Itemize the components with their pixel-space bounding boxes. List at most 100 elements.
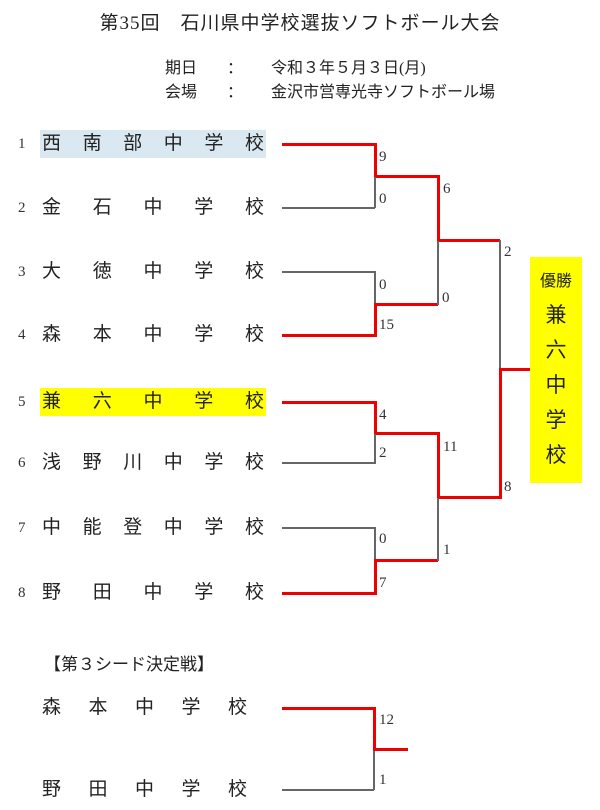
team-name-char: 南 <box>82 133 102 154</box>
third-seed-row-noda: 野田中学校 <box>18 776 249 804</box>
score-third-seed-top: 12 <box>379 712 394 728</box>
third-seed-line-loser <box>282 789 374 791</box>
bracket-vline-qf4-loser <box>374 527 376 560</box>
team-name-char: 校 <box>244 133 264 154</box>
team-name-char: 校 <box>244 197 264 218</box>
bracket-vline-qf1-winner <box>374 143 377 177</box>
seed-number: 5 <box>18 393 26 410</box>
team-name-char: 中 <box>143 197 163 218</box>
team-name-char: 学 <box>194 197 214 218</box>
bracket-line-sf1-bottom-feed <box>375 303 438 306</box>
team-name-char: 学 <box>194 582 214 603</box>
team-name-char: 校 <box>244 517 264 538</box>
team-row-seed5: 5 兼 六 中 学 校 <box>18 388 266 416</box>
team-name-morimoto: 森本中学校 <box>40 321 266 349</box>
score-qf3-bottom: 2 <box>379 445 387 461</box>
bracket-vline-sf1-winner <box>437 175 440 241</box>
team-name-char: 大 <box>42 261 62 282</box>
team-name-char: 徳 <box>92 261 112 282</box>
third-seed-vline-winner <box>373 707 376 749</box>
team-name-char: 登 <box>123 517 143 538</box>
team-name-char: 川 <box>123 452 143 473</box>
page-title: 第35回 石川県中学校選抜ソフトボール大会 <box>99 13 501 34</box>
venue-label: 会場 <box>165 84 198 101</box>
team-row-seed7: 7 中能登中学校 <box>18 514 266 542</box>
score-qf4-top: 0 <box>379 531 387 547</box>
bracket-line-final-top-feed <box>438 239 500 242</box>
score-sf2-bottom: 1 <box>443 542 451 558</box>
team-name-char: 田 <box>88 779 108 800</box>
bracket-line-qf3-loser <box>282 462 375 464</box>
seed-number: 1 <box>18 135 26 152</box>
team-name-char: 中 <box>134 779 154 800</box>
venue-value: 金沢市営専光寺ソフトボール場 <box>271 84 496 101</box>
third-seed-row-morimoto: 森本中学校 <box>18 694 249 722</box>
team-name-char: 兼 <box>545 303 567 327</box>
team-name-char: 学 <box>204 517 224 538</box>
team-name-kanaiwa: 金石中学校 <box>40 194 266 222</box>
seed-number: 7 <box>18 519 26 536</box>
date-separator: ： <box>227 60 244 77</box>
score-qf2-top: 0 <box>379 277 387 293</box>
team-name-char: 学 <box>181 697 201 718</box>
champion-team-name: 兼六中学校 <box>546 304 567 466</box>
team-name-char: 野 <box>42 779 62 800</box>
team-name-asanogawa: 浅野川中学校 <box>40 449 266 477</box>
team-name-char: 六 <box>92 391 112 412</box>
venue-separator: ： <box>227 84 244 101</box>
bracket-vline-qf2-winner <box>374 303 377 337</box>
team-name-char: 中 <box>143 582 163 603</box>
team-row-seed6: 6 浅野川中学校 <box>18 449 266 477</box>
bracket-line-champion <box>500 368 531 371</box>
team-name-char: 本 <box>88 697 108 718</box>
team-name-char: 石 <box>92 197 112 218</box>
team-name-char: 野 <box>82 452 102 473</box>
bracket-line-sf1-top-feed <box>375 175 438 178</box>
team-row-seed3: 3 大徳中学校 <box>18 258 266 286</box>
bracket-vline-sf2-loser <box>437 498 439 561</box>
team-name-char: 中 <box>42 517 62 538</box>
score-final-bottom: 8 <box>504 479 512 495</box>
team-name-char: 学 <box>194 391 214 412</box>
score-final-top: 2 <box>504 244 512 260</box>
team-row-seed4: 4 森本中学校 <box>18 321 266 349</box>
team-name-char: 校 <box>244 391 264 412</box>
date-row: 期日 ： 令和３年５月３日(月) <box>165 54 426 78</box>
team-name-char: 学 <box>204 452 224 473</box>
bracket-line-qf1-loser <box>282 207 375 209</box>
score-qf2-bottom: 15 <box>379 317 394 333</box>
seed-number: 6 <box>18 454 26 471</box>
score-sf1-top: 6 <box>443 181 451 197</box>
team-name-kenroku: 兼六中学校 <box>40 388 266 416</box>
bracket-line-sf2-bottom-feed <box>375 559 438 562</box>
bracket-line-qf1-winner <box>282 143 375 146</box>
bracket-vline-qf2-loser <box>374 271 376 304</box>
team-name-char: 校 <box>244 452 264 473</box>
team-name-char: 兼 <box>42 391 62 412</box>
bracket-vline-qf3-winner <box>374 401 377 435</box>
score-third-seed-bottom: 1 <box>379 772 387 788</box>
team-name-char: 田 <box>92 582 112 603</box>
third-seed-line-result-stub <box>373 748 408 751</box>
team-name-char: 中 <box>143 261 163 282</box>
team-name-char: 中 <box>545 373 567 397</box>
bracket-line-qf4-winner <box>282 592 375 595</box>
bracket-vline-qf3-loser <box>374 434 376 464</box>
bracket-line-sf2-top-feed <box>375 432 438 435</box>
champion-label: 優勝 <box>539 273 572 290</box>
bracket-line-qf2-loser <box>282 271 375 273</box>
team-name-char: 校 <box>545 443 567 467</box>
team-name-char: 学 <box>181 779 201 800</box>
third-seed-line-winner <box>282 707 374 710</box>
team-name-char: 校 <box>244 324 264 345</box>
team-name-char: 中 <box>134 697 154 718</box>
venue-row: 会場 ： 金沢市営専光寺ソフトボール場 <box>165 78 495 102</box>
score-sf2-top: 11 <box>443 439 458 455</box>
team-name-char: 学 <box>545 408 567 432</box>
score-qf1-bottom: 0 <box>379 191 387 207</box>
team-name-char: 中 <box>143 391 163 412</box>
score-qf1-top: 9 <box>379 149 387 165</box>
bracket-line-qf4-loser <box>282 527 375 529</box>
team-name-char: 本 <box>92 324 112 345</box>
